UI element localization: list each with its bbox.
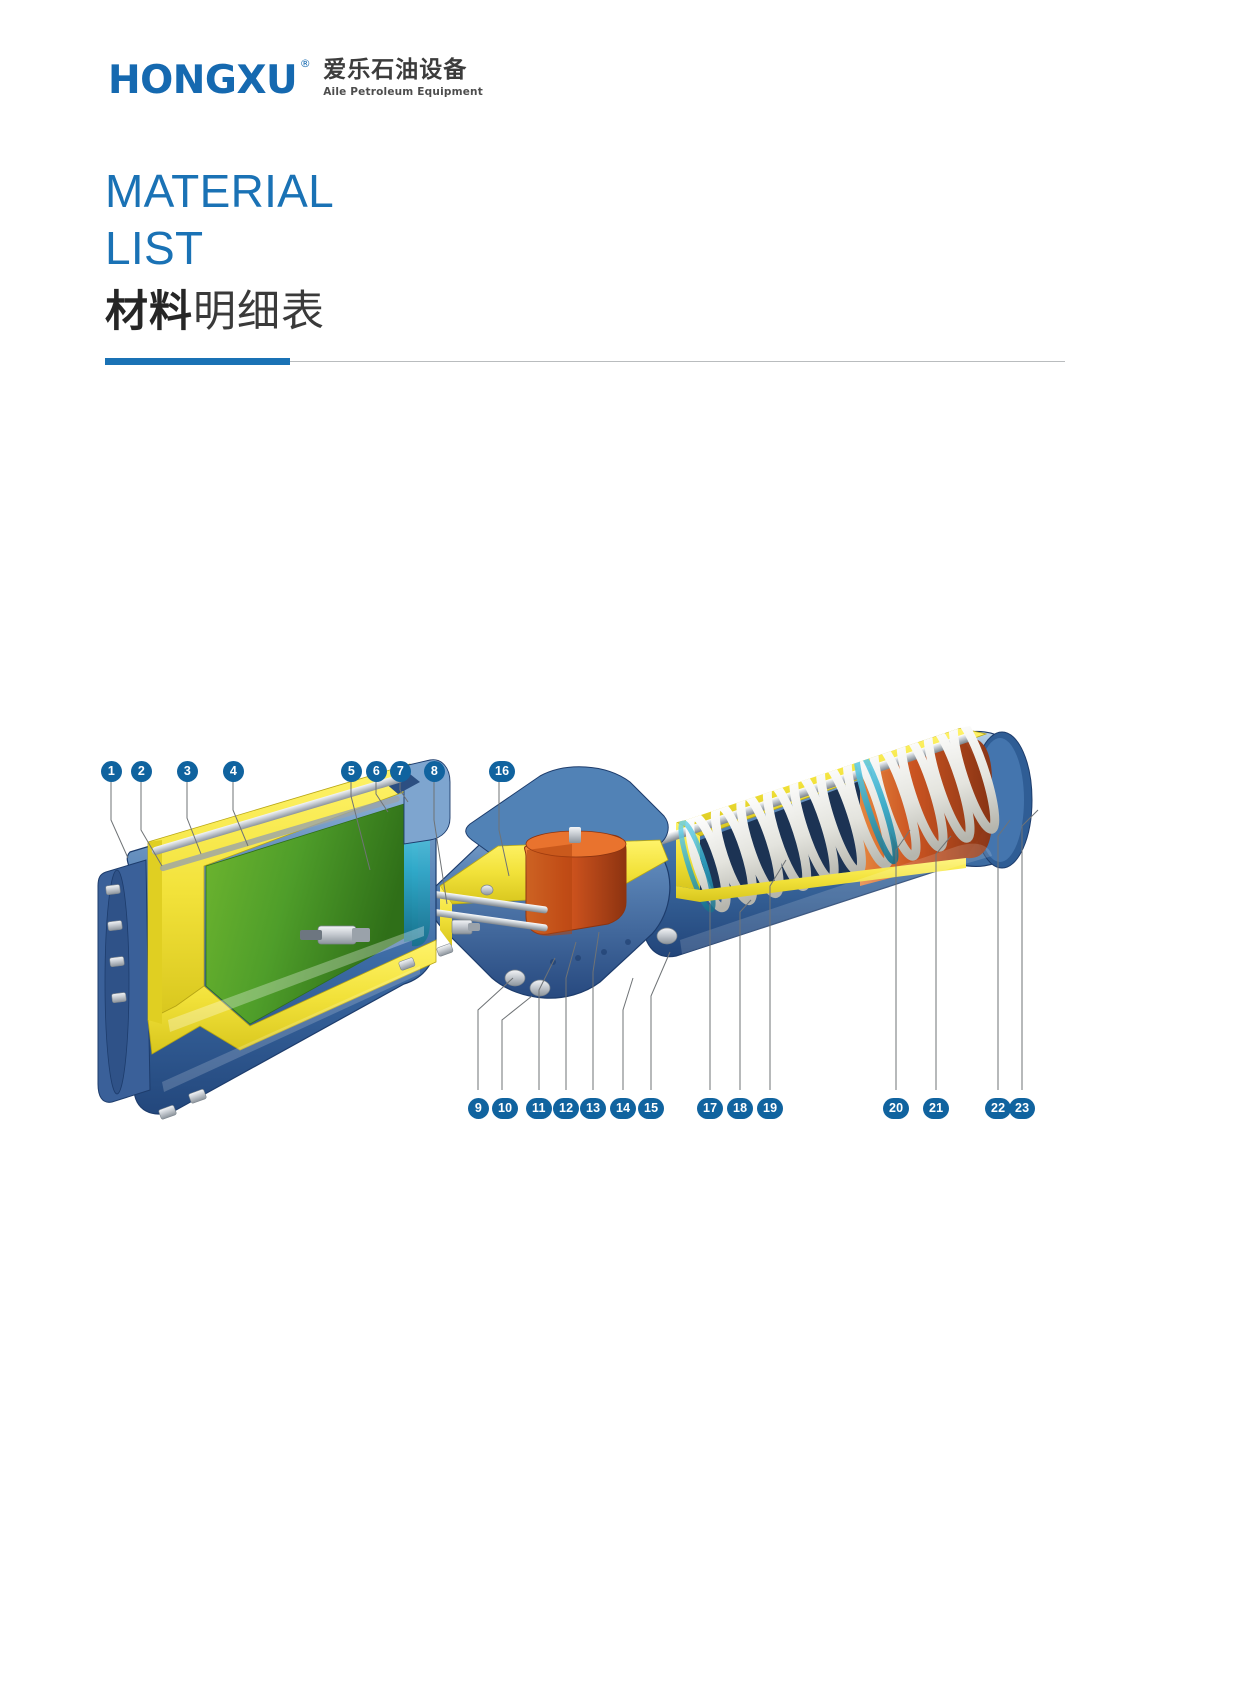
pneumatic-cylinder [97,759,480,1120]
actuator-cutaway-illustration [97,725,1039,1120]
callout-badge-15[interactable]: 15 [638,1098,665,1119]
actuator-cutaway-figure [0,690,1240,1160]
scotch-yoke-housing [299,766,678,999]
cylinder-bolts [105,884,454,1120]
callout-badge-17[interactable]: 17 [697,1098,724,1119]
divider-accent-bar [105,358,290,365]
callout-badge-20[interactable]: 20 [883,1098,910,1119]
brand-name-cn: 爱乐石油设备 [323,57,468,83]
callout-badge-11[interactable]: 11 [526,1098,552,1119]
callout-badge-3[interactable]: 3 [177,761,198,782]
callout-badge-1[interactable]: 1 [101,761,122,782]
page-title: MATERIAL LIST 材料明细表 [105,163,805,341]
title-divider [105,358,1065,365]
page-title-line-1: MATERIAL [105,165,335,217]
callout-badge-8[interactable]: 8 [424,761,445,782]
callout-badge-2[interactable]: 2 [131,761,152,782]
callout-badge-7[interactable]: 7 [390,761,411,782]
page-title-line-2: LIST [105,222,204,275]
callout-badge-13[interactable]: 13 [580,1098,607,1119]
page-title-cn: 材料明细表 [105,283,805,341]
spring-return-canister [641,725,1033,958]
callout-badge-6[interactable]: 6 [366,761,387,782]
callout-badge-18[interactable]: 18 [727,1098,754,1119]
callout-badge-14[interactable]: 14 [610,1098,637,1119]
brand-logo: HONGXU ® 爱乐石油设备 Aile Petroleum Equipment [108,57,483,104]
callout-badge-5[interactable]: 5 [341,761,362,782]
brand-wordmark: HONGXU ® [108,58,311,104]
pilot-module [523,827,627,936]
end-plug [451,919,480,935]
page-title-cn-bold: 材料 [105,287,193,338]
leader-lines [110,775,1039,1090]
registered-mark-icon: ® [299,57,311,71]
housing-fasteners [480,884,678,997]
brand-name-en: Aile Petroleum Equipment [323,85,483,98]
callout-badge-9[interactable]: 9 [468,1098,489,1119]
callout-badge-19[interactable]: 19 [757,1098,784,1119]
brand-name-block: 爱乐石油设备 Aile Petroleum Equipment [323,57,483,99]
callout-badge-16[interactable]: 16 [489,761,516,782]
callout-badge-10[interactable]: 10 [492,1098,519,1119]
page-title-cn-rest: 明细表 [193,287,325,338]
callout-badge-23[interactable]: 23 [1009,1098,1036,1119]
callout-badge-22[interactable]: 22 [985,1098,1012,1119]
divider-rule [290,361,1065,362]
callout-badge-12[interactable]: 12 [553,1098,580,1119]
callout-badge-21[interactable]: 21 [923,1098,950,1119]
piston-hub [300,925,370,945]
brand-wordmark-text: HONGXU [108,58,298,104]
callout-badge-4[interactable]: 4 [223,761,244,782]
